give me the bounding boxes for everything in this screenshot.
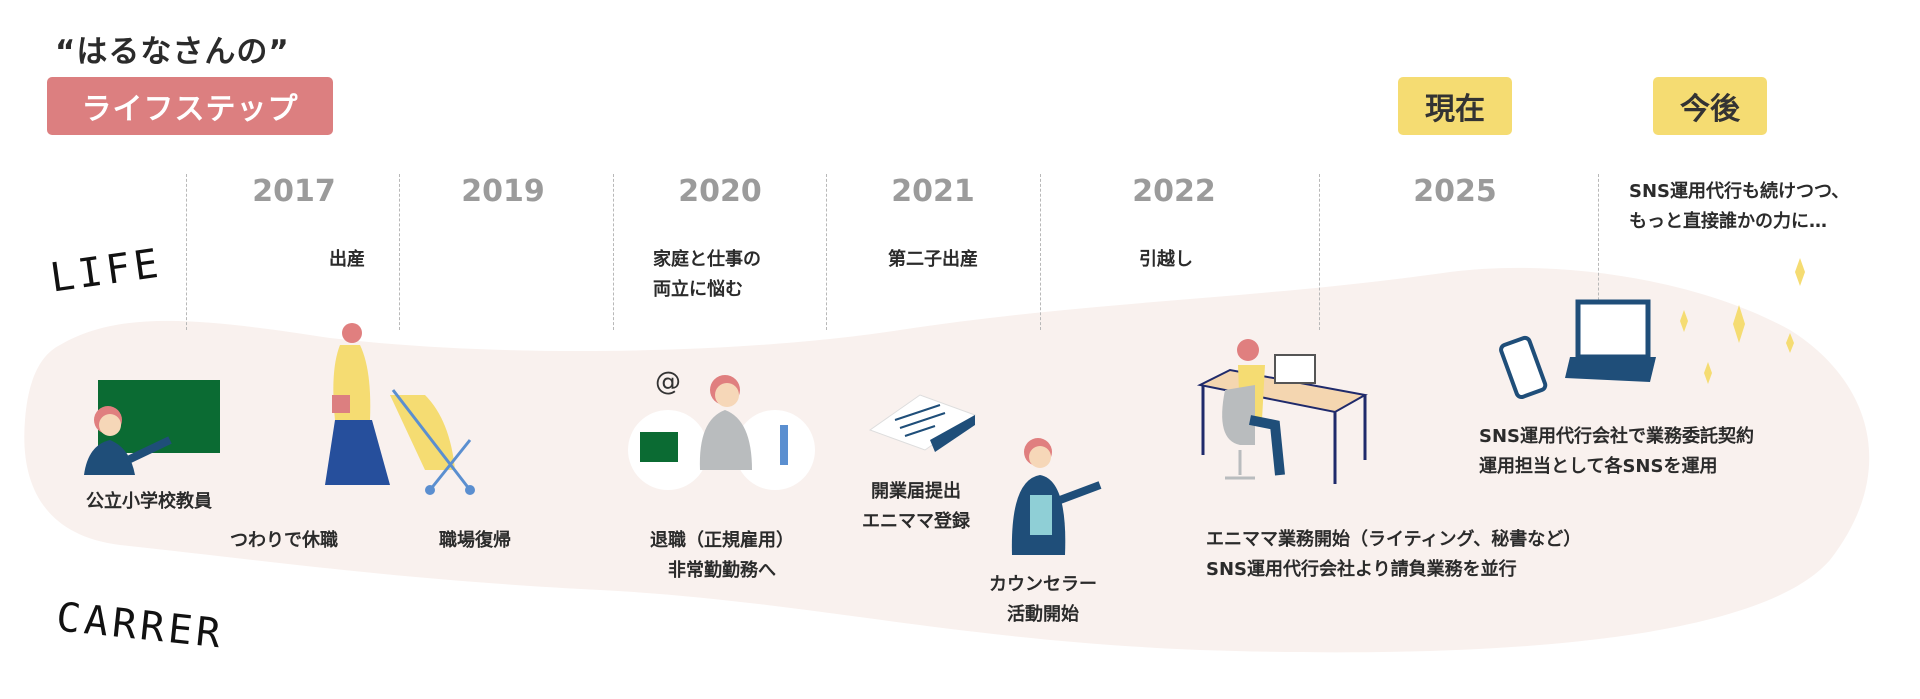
career-line: エニママ登録	[862, 511, 970, 532]
sparkle-icons	[1680, 258, 1805, 384]
life-event-future: SNS運用代行も続けつつ、 もっと直接誰かの力に…	[1629, 177, 1849, 237]
career-event-resign: 退職（正規雇用） 非常勤勤務へ	[650, 526, 794, 586]
life-event-2021: 第二子出産	[888, 249, 978, 270]
career-event-enimama: エニママ業務開始（ライティング、秘書など） SNS運用代行会社より請負業務を並行	[1206, 525, 1581, 585]
divider	[186, 174, 187, 330]
career-event-return: 職場復帰	[439, 530, 511, 551]
career-line: 活動開始	[1007, 604, 1079, 625]
year-label: 2021	[891, 174, 975, 209]
life-event-line: 家庭と仕事の	[653, 249, 761, 270]
divider	[1598, 174, 1599, 330]
career-line: 開業届提出	[871, 481, 961, 502]
divider	[613, 174, 614, 330]
career-event-counselor: カウンセラー 活動開始	[989, 570, 1097, 630]
life-event-2020: 家庭と仕事の 両立に悩む	[653, 245, 761, 305]
mother-stroller-illustration	[325, 323, 475, 495]
divider	[1319, 174, 1320, 330]
divider	[826, 174, 827, 330]
life-event-2022: 引越し	[1139, 249, 1193, 270]
life-event-line: 両立に悩む	[653, 279, 743, 300]
career-line: エニママ業務開始（ライティング、秘書など）	[1206, 529, 1582, 550]
life-event-2017: 出産	[329, 249, 365, 270]
career-line: カウンセラー	[989, 574, 1097, 595]
swirl-icon: @	[655, 367, 681, 397]
year-label: 2025	[1413, 174, 1497, 209]
year-label: 2020	[678, 174, 762, 209]
tablet-icon	[1499, 335, 1548, 400]
desk-worker-illustration	[1196, 339, 1368, 484]
laptop-icon	[1565, 299, 1656, 382]
year-label: 2019	[461, 174, 545, 209]
worried-woman-illustration: @	[628, 367, 815, 490]
life-event-line: もっと直接誰かの力に…	[1629, 211, 1827, 232]
career-event-leave: つわりで休職	[230, 530, 338, 551]
future-badge: 今後	[1653, 77, 1767, 135]
year-label: 2022	[1132, 174, 1216, 209]
document-illustration	[868, 394, 977, 452]
life-step-badge: ライフステップ	[47, 77, 333, 135]
career-line: 退職（正規雇用）	[650, 530, 794, 551]
page-title: “はるなさんの”	[55, 34, 290, 70]
career-line: SNS運用代行会社より請負業務を並行	[1206, 559, 1517, 580]
divider	[399, 174, 400, 330]
year-label: 2017	[252, 174, 336, 209]
divider	[1040, 174, 1041, 330]
now-badge: 現在	[1398, 77, 1512, 135]
career-event-open: 開業届提出 エニママ登録	[862, 477, 970, 537]
career-line: SNS運用代行会社で業務委託契約	[1479, 426, 1754, 447]
counselor-illustration	[1011, 438, 1102, 555]
career-event-teacher: 公立小学校教員	[86, 491, 212, 512]
career-event-now: SNS運用代行会社で業務委託契約 運用担当として各SNSを運用	[1479, 422, 1754, 482]
career-line: 非常勤勤務へ	[668, 560, 776, 581]
life-event-line: SNS運用代行も続けつつ、	[1629, 181, 1850, 202]
teacher-illustration	[84, 380, 220, 475]
career-line: 運用担当として各SNSを運用	[1479, 456, 1718, 477]
